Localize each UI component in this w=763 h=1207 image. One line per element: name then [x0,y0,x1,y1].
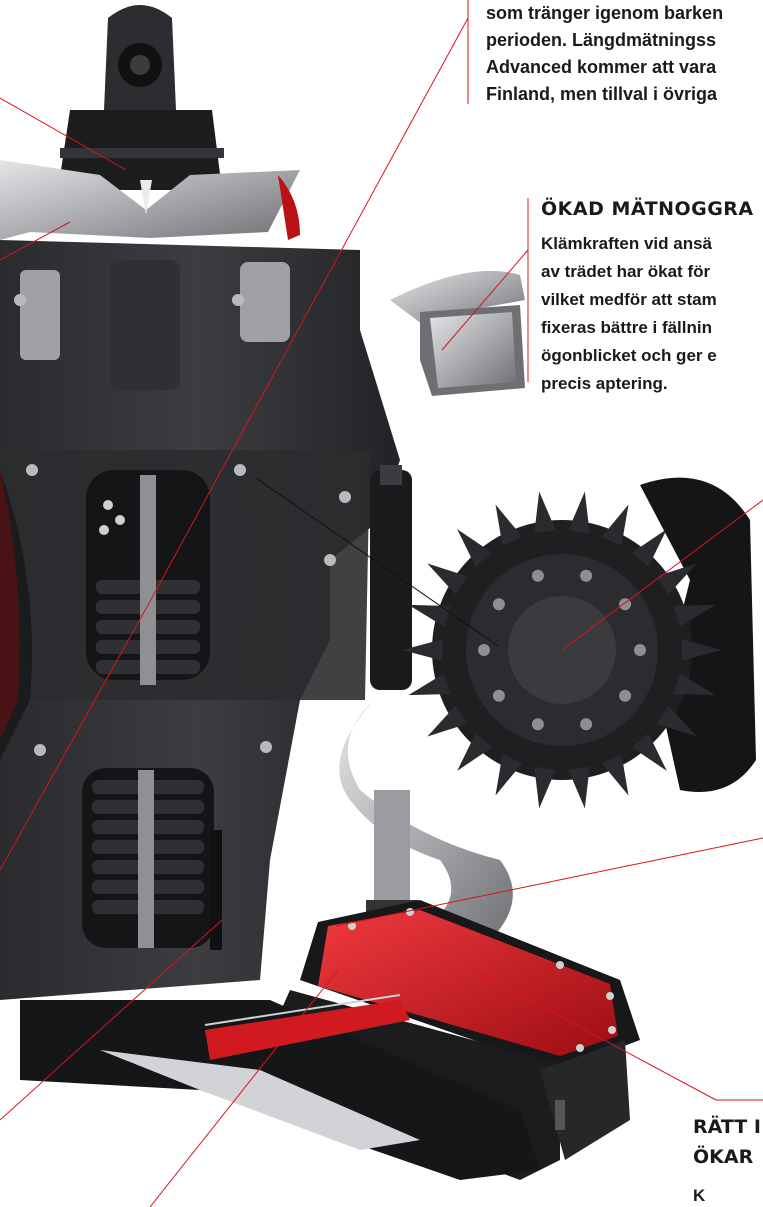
rotator [58,5,224,190]
wheel-bolt [492,598,505,611]
wheel-spike [568,491,590,534]
wheel-spike [408,673,451,696]
wheel-spike [673,673,716,696]
callout-leader-line-dark [255,477,499,647]
wheel-spike [601,504,629,546]
callout-line: ögonblicket och ger e [541,346,717,365]
wheel-spike [568,766,590,809]
wheel-spike [427,705,468,737]
wheel-bolt [531,718,544,731]
wheel-bolt [619,689,632,702]
wheel-spike [632,733,667,771]
wheel-bolt [531,569,544,582]
callout-line: precis aptering. [541,374,668,393]
callout-text-top: som tränger igenom barken perioden. Läng… [486,0,723,108]
frame-bolts [14,294,351,756]
wheel-bolt [580,569,593,582]
callout-line: perioden. Längdmätningss [486,30,717,50]
wheel-spike [601,754,629,796]
callout-heading-bottom: RÄTT I ÖKAR [693,1112,761,1172]
wheel-spike [534,766,556,809]
wheel-bolt [580,718,593,731]
callout-line: fixeras bättre i fällnin [541,318,712,337]
callout-line: av trädet har ökat för [541,262,711,281]
callout-line: som tränger igenom barken [486,3,724,23]
wheel-spike [681,639,722,661]
upper-feed-roller [86,470,210,685]
wheel-spike [457,529,492,567]
callout-line: Finland, men tillval i övriga [486,84,718,104]
callout-text-measurement: Klämkraften vid ansä av trädet har ökat … [541,230,717,398]
wheel-spike [673,604,716,627]
wheel-spike [402,639,443,661]
wheel-spike [495,504,523,546]
callout-line: Advanced kommer att vara [486,57,717,77]
wheel-spike [656,563,697,595]
wheel-spike [457,733,492,771]
callout-line: vilket medför att stam [541,290,717,309]
wheel-bolt [492,689,505,702]
hydraulic-cylinder [370,465,412,690]
callout-heading-measurement: ÖKAD MÄTNOGGRA [541,198,754,220]
delimbing-knife-arm [390,270,525,396]
callout-heading-line: RÄTT I [693,1116,761,1138]
wheel-bolt [478,644,490,656]
callout-line: Klämkraften vid ansä [541,234,713,253]
wheel-spike [534,491,556,534]
lower-feed-roller [82,768,222,950]
wheel-spike [495,754,523,796]
bottom-frame [20,994,540,1180]
callout-text-bottom: K [693,1186,706,1205]
wheel-spike [427,563,468,595]
wheel-spike [656,705,697,737]
wheel-bolt [634,644,646,656]
callout-heading-line: ÖKAR [693,1146,754,1168]
wheel-spike [408,604,451,627]
wheel-spike [632,529,667,567]
spiked-measuring-wheel [402,477,756,809]
top-knife-plates [0,160,300,240]
hose [0,470,20,740]
